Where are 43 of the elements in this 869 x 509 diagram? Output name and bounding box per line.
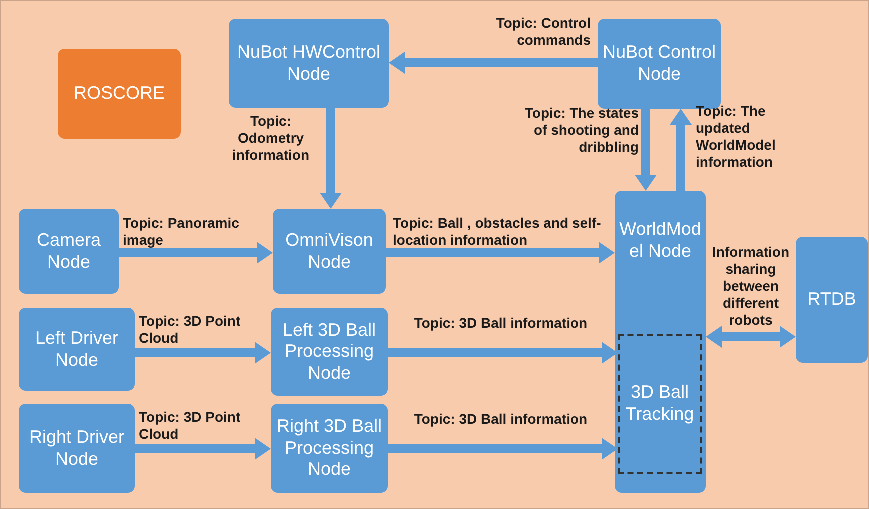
process-box	[615, 191, 706, 493]
arrow	[706, 326, 796, 348]
node-label: RTDB	[808, 289, 856, 311]
node-label: WorldModel Node	[619, 219, 702, 262]
node-label: Left Driver Node	[34, 328, 120, 372]
node-label: ROSCORE	[74, 83, 165, 105]
arrow	[635, 109, 657, 191]
node-label: NuBot HWControl Node	[236, 42, 382, 86]
edge-label: Topic: Control commands	[495, 15, 591, 49]
process-box	[796, 237, 868, 363]
process-box	[229, 19, 389, 108]
node-label: 3D Ball Tracking	[624, 382, 696, 426]
edge-label: Topic: 3D Point Cloud	[139, 409, 242, 443]
edge-label: Topic: 3D Ball information	[413, 411, 589, 428]
process-box	[19, 209, 119, 294]
process-box	[58, 49, 181, 139]
node-label: Right Driver Node	[28, 426, 126, 470]
arrow	[670, 109, 692, 191]
arrow	[386, 242, 615, 264]
node-label: Right 3D Ball Processing Node	[276, 416, 384, 481]
edge-label: Topic: 3D Point Cloud	[139, 313, 242, 347]
process-box	[271, 404, 388, 493]
edge-label: Topic: Odometry information	[232, 113, 310, 164]
node-label: Camera Node	[36, 230, 102, 274]
process-box	[19, 308, 135, 391]
edge-label: Information sharing between different robots	[712, 244, 790, 329]
edge-label: Topic: The updated WorldModel information	[696, 103, 777, 171]
edge-label: Topic: The states of shooting and dribbling	[524, 105, 639, 156]
node-label: NuBot Control Node	[602, 42, 717, 86]
process-box	[273, 209, 386, 294]
dashed-region	[618, 334, 702, 474]
edge-label: Topic: 3D Ball information	[413, 315, 589, 332]
arrow	[119, 242, 273, 264]
process-box	[19, 404, 135, 493]
arrow	[135, 342, 271, 364]
arrow	[320, 108, 342, 209]
process-box	[271, 308, 388, 396]
arrow	[135, 438, 271, 460]
edge-label: Topic: Panoramic image	[123, 215, 240, 249]
arrow	[389, 52, 598, 74]
edge-label: Topic: Ball , obstacles and self-location information	[393, 215, 602, 249]
node-label: Left 3D Ball Processing Node	[282, 320, 378, 384]
node-label: OmniVison Node	[284, 230, 374, 274]
